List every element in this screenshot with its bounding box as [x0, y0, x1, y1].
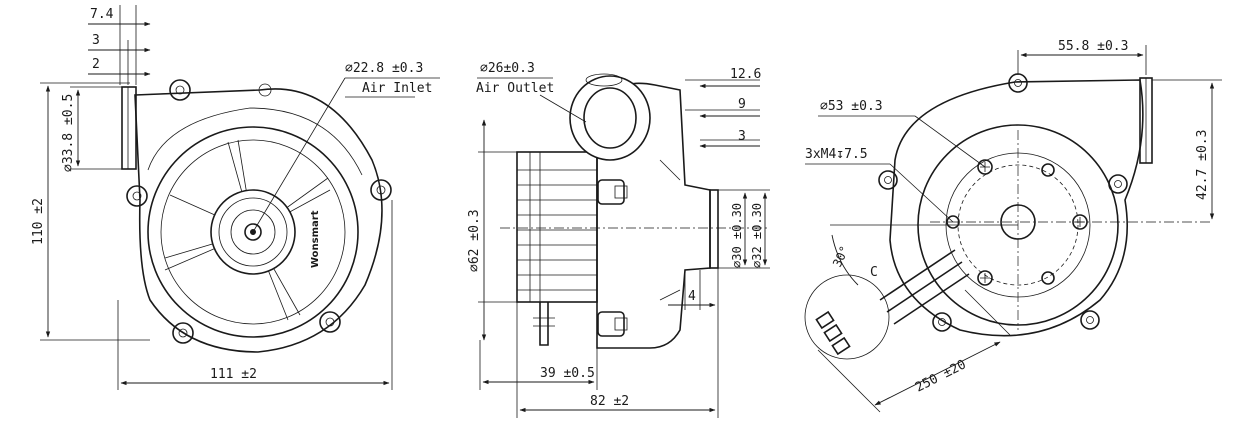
dim-3-front: 3 [92, 33, 100, 48]
dim-39: 39 ±0.5 [540, 366, 595, 381]
dim-111: 111 ±2 [210, 367, 257, 382]
label-air-outlet: Air Outlet [476, 81, 554, 96]
rear-screw-4 [1041, 163, 1055, 285]
dim-82: 82 ±2 [590, 394, 629, 409]
front-lug-right [370, 179, 392, 201]
brand-label: Wonsmart [310, 210, 321, 268]
rear-view: 55.8 ±0.3 42.7 ±0.3 ∅53 ±0.3 3xM4↧7.5 30… [804, 39, 1222, 413]
dim-12-6: 12.6 [730, 67, 761, 82]
dim-55-8: 55.8 ±0.3 [1058, 39, 1128, 54]
dim-2-front: 2 [92, 57, 100, 72]
front-lug-bottom [172, 322, 194, 344]
front-lug-br [319, 311, 341, 333]
dim-42-7: 42.7 ±0.3 [1195, 130, 1210, 200]
dim-110: 110 ±2 [31, 198, 46, 245]
dim-30deg: 30° [830, 244, 852, 270]
dim-30: ∅30 ±0.30 [730, 203, 744, 268]
label-air-inlet: Air Inlet [362, 81, 432, 96]
dim-m4: 3xM4↧7.5 [805, 147, 868, 162]
dim-7-4: 7.4 [90, 7, 114, 22]
dim-outlet-dia: ∅26±0.3 [480, 61, 535, 76]
dim-33-8: ∅33.8 ±0.5 [61, 94, 76, 172]
dim-250: 250 ±20 [913, 357, 969, 395]
rear-lug-left [878, 170, 898, 190]
rear-lug-br [1080, 310, 1100, 330]
dim-3-side: 3 [738, 129, 746, 144]
dim-53: ∅53 ±0.3 [820, 99, 883, 114]
front-lug-top [169, 79, 191, 101]
label-c: C [870, 265, 878, 280]
dim-4: 4 [688, 289, 696, 304]
side-view: ∅26±0.3 Air Outlet 12.6 9 3 ∅62 ±0.3 ∅30… [467, 61, 770, 418]
dim-inlet-dia: ∅22.8 ±0.3 [345, 61, 423, 76]
rear-lug-bl [932, 312, 952, 332]
rear-screw-2 [1072, 214, 1088, 230]
dim-9: 9 [738, 97, 746, 112]
front-view: Wonsmart 7.4 3 2 ∅33.8 ±0.5 110 ±2 111 ±… [31, 5, 440, 390]
front-lug-left [126, 185, 148, 207]
rear-screw-3 [977, 270, 993, 286]
dim-32: ∅32 ±0.30 [750, 203, 764, 268]
rear-lug-right [1108, 174, 1128, 194]
dim-62: ∅62 ±0.3 [467, 209, 482, 272]
